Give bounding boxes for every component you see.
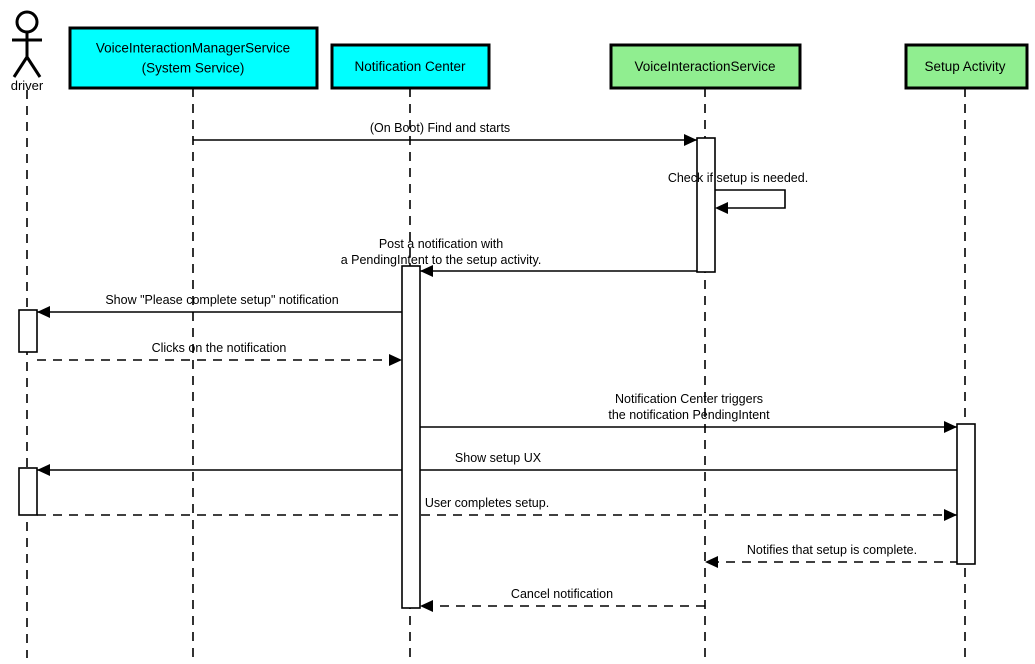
message-10[interactable]: [420, 600, 705, 612]
lifelines-layer: [26, 88, 966, 658]
message-label-group-2: Check if setup is needed.: [668, 171, 808, 185]
participant-box-vis[interactable]: VoiceInteractionService: [609, 43, 802, 90]
arrow-head: [944, 421, 957, 433]
message-3[interactable]: [420, 265, 697, 277]
message-label-line: Post a notification with: [379, 237, 503, 251]
arrow-head: [37, 306, 50, 318]
arrow-head: [944, 509, 957, 521]
message-1[interactable]: [193, 134, 697, 146]
message-label-group-5: Clicks on the notification: [152, 341, 287, 355]
message-label-line: a PendingIntent to the setup activity.: [341, 253, 542, 267]
participant-box-rect: [904, 43, 1029, 90]
message-9[interactable]: [705, 556, 975, 568]
message-line-self: [715, 189, 786, 209]
message-label-line: the notification PendingIntent: [608, 408, 770, 422]
activation-bar-driver: [18, 467, 38, 516]
participant-box-rect: [609, 43, 802, 90]
message-4[interactable]: [37, 306, 402, 318]
activation-bar-vis: [696, 137, 716, 273]
message-label-group-7: Show setup UX: [455, 451, 542, 465]
message-label-line: Clicks on the notification: [152, 341, 287, 355]
messages-layer: [37, 134, 975, 612]
message-7[interactable]: [37, 464, 975, 476]
arrow-head: [37, 464, 50, 476]
participant-box-rect: [68, 26, 319, 90]
message-label-group-9: Notifies that setup is complete.: [747, 543, 917, 557]
activation-bar-driver: [18, 309, 38, 353]
participant-label-line1: VoiceInteractionManagerService: [96, 41, 290, 56]
message-label-line: Notification Center triggers: [615, 392, 763, 406]
actor-leg-left-icon: [12, 56, 29, 78]
message-label-group-1: (On Boot) Find and starts: [370, 121, 510, 135]
message-label-group-3: Post a notification with a PendingIntent …: [341, 237, 542, 267]
actor-label-driver: driver: [11, 78, 44, 93]
message-label-line: (On Boot) Find and starts: [370, 121, 510, 135]
participant-label-line1: VoiceInteractionService: [634, 59, 775, 74]
arrow-head: [389, 354, 402, 366]
participant-box-setup[interactable]: Setup Activity: [904, 43, 1029, 90]
message-label-group-10: Cancel notification: [511, 587, 613, 601]
activation-bar-notif: [401, 265, 421, 609]
message-label-line: Cancel notification: [511, 587, 613, 601]
participant-heads-layer: driver VoiceInteractionManagerService (Sys…: [11, 10, 1029, 93]
participant-label-line1: Setup Activity: [924, 59, 1005, 74]
arrow-head: [715, 202, 728, 214]
arrow-head: [420, 265, 433, 277]
message-8[interactable]: [37, 509, 957, 521]
message-label-line: Show "Please complete setup" notificatio…: [105, 293, 338, 307]
actor-head-icon: [15, 10, 39, 34]
participant-box-vims[interactable]: VoiceInteractionManagerService (System Se…: [68, 26, 319, 90]
message-label-line: Show setup UX: [455, 451, 542, 465]
activation-bar-setup: [956, 423, 976, 565]
message-5[interactable]: [37, 354, 402, 366]
participant-label-line1: Notification Center: [354, 59, 466, 74]
participant-label-line2: (System Service): [142, 61, 245, 76]
activations-layer: [18, 137, 976, 609]
message-label-group-6: Notification Center triggers the notifica…: [608, 392, 770, 422]
participant-box-rect: [330, 43, 491, 90]
message-label-line: Notifies that setup is complete.: [747, 543, 917, 557]
actor-leg-right-icon: [25, 56, 42, 78]
participant-box-notif[interactable]: Notification Center: [330, 43, 491, 90]
arrow-head: [705, 556, 718, 568]
actor-driver[interactable]: driver: [11, 10, 44, 93]
message-label-line: Check if setup is needed.: [668, 171, 808, 185]
arrow-head: [420, 600, 433, 612]
message-2[interactable]: [715, 189, 786, 214]
message-6[interactable]: [420, 421, 957, 433]
message-label-group-8: User completes setup.: [425, 496, 549, 510]
message-label-group-4: Show "Please complete setup" notificatio…: [105, 293, 338, 307]
message-label-line: User completes setup.: [425, 496, 549, 510]
arrow-head: [684, 134, 697, 146]
